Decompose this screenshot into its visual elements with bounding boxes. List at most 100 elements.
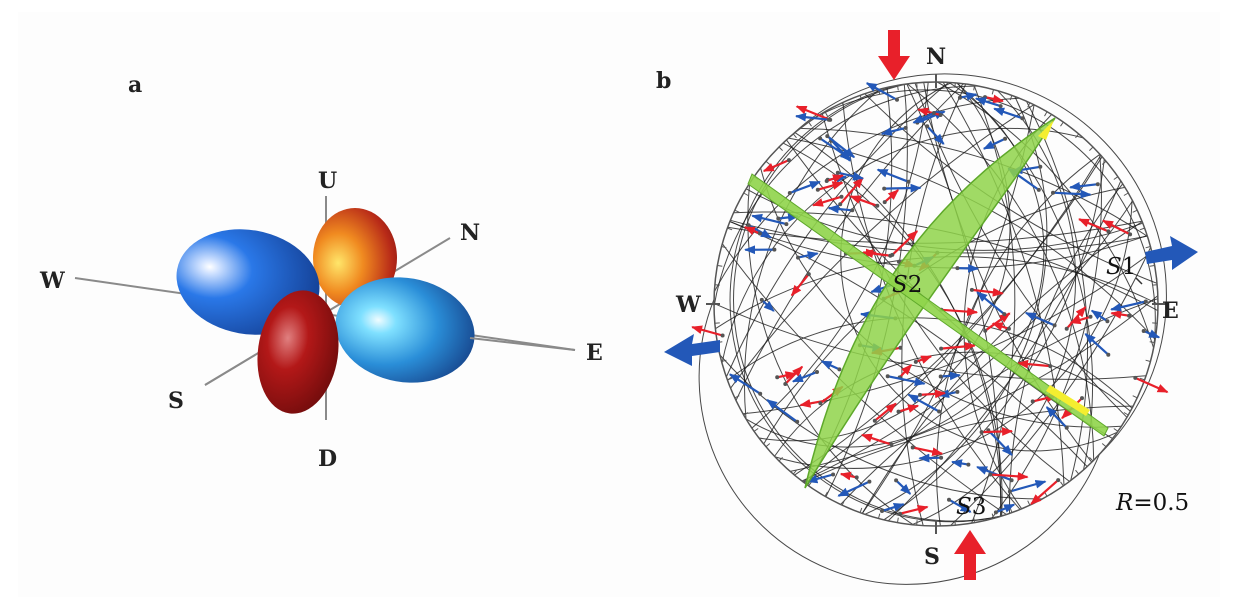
- slip-arrow-blue: [1090, 309, 1109, 323]
- slip-arrow-blue: [895, 479, 912, 495]
- slip-arrow-red: [861, 433, 892, 446]
- slip-arrow-red: [817, 181, 844, 191]
- slip-arrow-blue: [1052, 189, 1092, 199]
- slip-arrow-origin: [787, 191, 792, 195]
- slip-arrow-origin: [795, 419, 800, 424]
- stereonet-tick: [991, 513, 994, 519]
- slip-arrow-origin: [1127, 313, 1132, 318]
- stereonet-tick: [1009, 95, 1013, 101]
- slip-arrow-red: [912, 446, 944, 456]
- slip-arrow-blue: [1143, 329, 1161, 339]
- slip-arrow-origin: [880, 509, 884, 513]
- stereonet-tick: [878, 513, 881, 519]
- slip-arrow-origin: [772, 247, 777, 252]
- slip-arrow-red: [795, 105, 831, 121]
- slip-arrow-origin: [775, 375, 780, 380]
- slip-arrow-red: [981, 427, 1014, 436]
- great-circle: [942, 81, 1065, 486]
- slip-arrow-red: [762, 159, 790, 173]
- stereonet-tick: [973, 85, 975, 91]
- axis-label-west: W: [39, 268, 65, 294]
- slip-arrow-blue: [837, 171, 864, 181]
- stereonet-tick: [1089, 457, 1094, 462]
- great-circle: [774, 351, 1131, 457]
- slip-arrow-origin: [913, 359, 918, 364]
- great-circle: [729, 84, 1004, 523]
- great-circle: [698, 299, 1100, 585]
- great-circle: [758, 82, 1011, 442]
- stereonet-tick: [1027, 102, 1031, 108]
- slip-arrow-origin: [854, 475, 859, 480]
- slip-arrow-origin: [776, 216, 781, 221]
- stereonet-tick: [1123, 412, 1129, 416]
- great-circle: [883, 159, 1105, 521]
- slip-arrow-red: [849, 195, 878, 207]
- stereonet-tick: [765, 443, 771, 448]
- slip-arrow-origin: [806, 272, 811, 277]
- slip-arrow-origin: [826, 117, 831, 122]
- stereonet-tick: [778, 457, 783, 462]
- stereonet-tick: [717, 265, 723, 267]
- slip-arrow-origin: [895, 97, 899, 102]
- slip-arrow-blue: [887, 375, 926, 387]
- slip-arrow-origin: [1003, 136, 1008, 141]
- slip-arrow-origin: [837, 367, 842, 372]
- slip-arrow-origin: [882, 200, 887, 205]
- slip-arrow-origin: [931, 111, 936, 115]
- slip-arrow-red: [883, 189, 899, 203]
- great-circle: [864, 93, 1158, 284]
- great-circle: [790, 73, 1167, 456]
- great-circle: [760, 167, 1122, 428]
- stereonet-tick: [1044, 111, 1048, 117]
- slip-arrow-origin: [824, 179, 829, 183]
- slip-arrow-origin: [784, 222, 789, 227]
- slip-arrow-origin: [1133, 375, 1138, 380]
- slip-arrow-blue: [728, 373, 761, 395]
- slip-arrow-red: [917, 107, 941, 117]
- slip-arrow-origin: [1105, 319, 1110, 324]
- stereonet-tick: [1149, 341, 1155, 343]
- stereonet-tick: [734, 209, 740, 213]
- slip-arrow-origin: [983, 328, 988, 333]
- slip-arrow-blue: [1024, 311, 1056, 327]
- slip-arrow-blue: [876, 168, 909, 183]
- stereonet-tick: [721, 359, 727, 362]
- slip-arrow-origin: [938, 374, 943, 379]
- stereonet-tick: [734, 395, 740, 399]
- stereonet-tick: [841, 102, 845, 108]
- slip-arrow-origin: [839, 194, 844, 199]
- nodal-plane-2: [747, 173, 1109, 437]
- stereonet-tick: [897, 517, 899, 523]
- stereonet-tick: [1132, 209, 1138, 213]
- slip-arrow-origin: [818, 401, 823, 406]
- slip-arrow-blue: [865, 82, 898, 101]
- stereonet-tick: [1009, 507, 1013, 513]
- sigma1-compression-arrow-south: [954, 530, 986, 580]
- slip-arrow-red: [839, 177, 864, 205]
- stereonet-tick: [778, 146, 783, 151]
- axis-label-south: S: [168, 388, 184, 414]
- slip-arrow-origin: [896, 409, 901, 414]
- slip-arrow-origin: [918, 392, 922, 397]
- slip-arrow-blue: [918, 453, 942, 463]
- slip-arrow-red: [812, 195, 842, 207]
- slip-arrow-blue: [951, 459, 969, 468]
- slip-arrow-blue: [940, 371, 961, 381]
- slip-arrow-origin: [835, 170, 840, 175]
- slip-arrow-red: [1030, 479, 1059, 505]
- slip-arrow-origin: [906, 179, 911, 184]
- slip-arrow-blue: [957, 263, 980, 273]
- stress-axis-s1: S1: [1106, 254, 1136, 280]
- stereonet-tick: [743, 192, 749, 196]
- slip-arrow-blue: [827, 204, 853, 214]
- stereonet-tick: [1060, 121, 1064, 127]
- great-circle: [911, 90, 1077, 526]
- slip-arrow-red: [990, 471, 1029, 481]
- great-circle: [790, 295, 1159, 472]
- slip-arrow-origin: [890, 252, 895, 257]
- slip-arrow-origin: [1143, 299, 1148, 304]
- nodal-plane-1: [804, 117, 1056, 489]
- slip-arrow-blue: [837, 480, 870, 497]
- slip-arrow-origin: [1051, 190, 1055, 195]
- slip-arrow-origin: [1038, 164, 1043, 169]
